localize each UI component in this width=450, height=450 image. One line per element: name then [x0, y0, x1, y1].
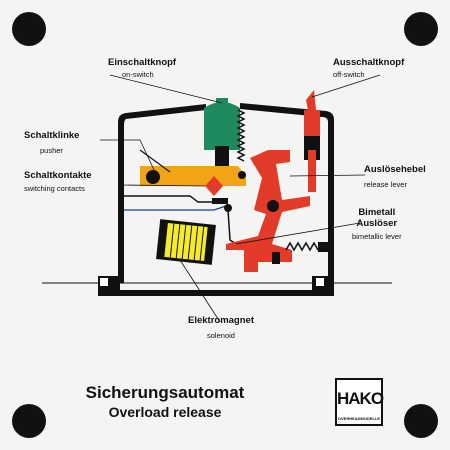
on-button-spring	[236, 109, 246, 162]
label-on-switch-en: on-switch	[122, 69, 154, 79]
label-pusher: Schaltklinke pusher	[24, 131, 79, 154]
contact-wire-upper	[124, 195, 214, 203]
leader-bimetal	[235, 222, 361, 245]
page-subtitle: Overload release	[108, 404, 222, 420]
leader-release-lever	[289, 174, 366, 177]
mounting-hole-top-right	[404, 12, 438, 46]
off-button	[304, 90, 320, 145]
off-button-stem	[308, 150, 316, 192]
release-lever-pivot	[267, 200, 279, 212]
label-contacts-en: switching contacts	[24, 183, 85, 193]
bimetal-spring	[285, 241, 319, 252]
label-release-lever-en: release lever	[364, 179, 407, 189]
label-pusher-en: pusher	[40, 145, 63, 155]
release-lever	[226, 150, 310, 272]
pusher-bar	[140, 166, 246, 186]
label-off-switch-de: Ausschaltknopf	[333, 57, 405, 68]
base-screw-right	[316, 278, 324, 286]
page-title: Sicherungsautomat	[85, 383, 245, 402]
label-contacts: Schaltkontakte switching contacts	[24, 171, 92, 192]
leader-pusher-2	[139, 139, 156, 173]
release-lever-foot	[244, 262, 258, 272]
label-solenoid: Elektromagnet solenoid	[188, 316, 254, 339]
contact-block	[212, 198, 228, 204]
contact-wire-lower	[124, 205, 227, 211]
logo-subtext: OVERHEADMODELLE	[337, 416, 381, 421]
label-solenoid-en: solenoid	[207, 330, 235, 340]
leader-on-switch	[109, 74, 223, 104]
label-off-switch-en: off-switch	[333, 69, 365, 79]
label-off-switch: Ausschaltknopf off-switch	[333, 58, 404, 78]
hako-logo: HAKO OVERHEADMODELLE	[335, 378, 384, 426]
label-on-switch: Einschaltknopf on-switch	[108, 58, 176, 78]
label-bimetal: Bimetall Auslöser bimetallic lever	[352, 208, 402, 241]
contact-diamond	[205, 176, 223, 196]
solenoid	[156, 219, 216, 265]
label-solenoid-de: Elektromagnet	[188, 315, 254, 326]
mounting-hole-bottom-right	[404, 404, 438, 438]
on-button-pin	[215, 146, 229, 168]
contact-pivot	[224, 204, 232, 212]
label-bimetal-de1: Bimetall	[358, 207, 396, 218]
contact-arm	[227, 209, 237, 245]
pusher-link	[139, 149, 171, 173]
base-plate	[98, 290, 334, 296]
label-pusher-de: Schaltklinke	[24, 130, 80, 141]
mounting-hole-top-left	[12, 12, 46, 46]
on-button-stem	[216, 98, 228, 153]
leader-contacts	[119, 184, 206, 187]
label-on-switch-de: Einschaltknopf	[108, 57, 177, 68]
leader-solenoid	[179, 259, 221, 323]
logo-text: HAKO	[337, 389, 384, 408]
pusher-pin	[238, 171, 246, 179]
base-screw-left	[100, 278, 108, 286]
label-bimetal-en: bimetallic lever	[352, 232, 402, 241]
label-release-lever-de: Auslösehebel	[364, 164, 426, 175]
label-release-lever: Auslösehebel release lever	[364, 165, 426, 188]
mounting-hole-bottom-left	[12, 404, 46, 438]
bimetal-anchor	[318, 242, 328, 252]
release-lever-stop	[272, 252, 280, 264]
leader-off-switch	[311, 74, 381, 98]
label-contacts-de: Schaltkontakte	[24, 170, 92, 181]
label-bimetal-de2: Auslöser	[356, 217, 398, 229]
pusher-pivot	[146, 170, 160, 184]
